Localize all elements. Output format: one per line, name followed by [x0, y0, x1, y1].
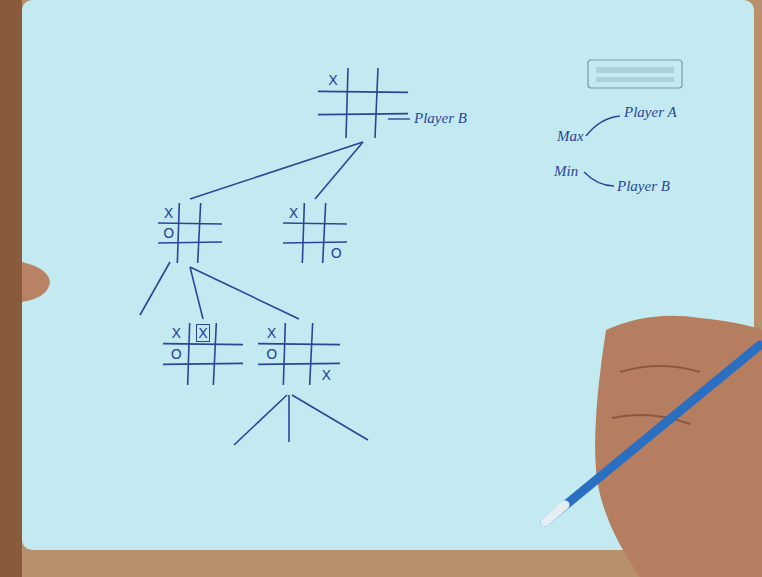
board-node: XOX [258, 323, 340, 385]
tree-edge [190, 142, 363, 199]
player-label: Min [554, 163, 578, 180]
grid-line [283, 223, 347, 224]
board-mark: O [171, 347, 182, 361]
grid-line [318, 114, 408, 115]
logo-mark [596, 77, 674, 82]
tree-edge [315, 142, 363, 199]
grid-line [158, 223, 222, 224]
finger-line [620, 366, 700, 372]
board-node: XXO [163, 323, 243, 385]
grid-line [258, 363, 340, 364]
grid-line [158, 242, 222, 243]
grid-line [198, 203, 201, 263]
grid-line [177, 203, 179, 263]
thumb [22, 262, 50, 302]
grid-line [302, 203, 304, 263]
grid-line [323, 203, 326, 263]
edge-line [315, 142, 363, 199]
grid-line [163, 363, 243, 364]
tree-branch [234, 395, 287, 445]
grid-line [283, 323, 285, 385]
board-node: XO [158, 203, 222, 263]
grid-line [375, 68, 378, 138]
logo-box [588, 60, 682, 88]
board-mark: O [331, 246, 342, 260]
board-mark: X [267, 326, 277, 340]
logo-mark [596, 67, 674, 73]
board-mark: X [172, 326, 182, 340]
board-node: X [318, 68, 408, 138]
grid-line [283, 242, 347, 243]
board-mark: X [322, 368, 332, 382]
grid-line [188, 323, 190, 385]
grid-line [258, 344, 340, 345]
grid-line [213, 323, 216, 385]
board-mark: X [289, 206, 299, 220]
player-label: Player B [414, 110, 467, 127]
player-label: Player A [624, 104, 677, 121]
bracket-line [586, 116, 620, 136]
pen [545, 345, 760, 522]
pointer-line [388, 118, 410, 119]
player-label: Player B [617, 178, 670, 195]
player-label: Max [557, 128, 584, 145]
board-mark: X [198, 326, 208, 340]
grid-line [318, 91, 408, 92]
grid-line [346, 68, 348, 138]
desk-edge [0, 0, 22, 577]
board-node: XO [283, 203, 347, 263]
board-mark: X [164, 206, 174, 220]
grid-line [310, 323, 313, 385]
edge-line [190, 267, 203, 319]
hand [595, 316, 762, 577]
tree-edge [190, 267, 203, 319]
tree-branch [140, 262, 170, 315]
pen-tip [545, 505, 565, 522]
board-mark: O [163, 226, 174, 240]
edge-line [190, 142, 363, 199]
tree-edge [190, 267, 299, 319]
board-mark: O [266, 347, 277, 361]
tree-branch [288, 395, 290, 442]
bracket-line [584, 172, 614, 186]
board-mark: X [328, 73, 338, 87]
edge-line [190, 267, 299, 319]
tree-branch [292, 395, 368, 440]
grid-line [163, 344, 243, 345]
